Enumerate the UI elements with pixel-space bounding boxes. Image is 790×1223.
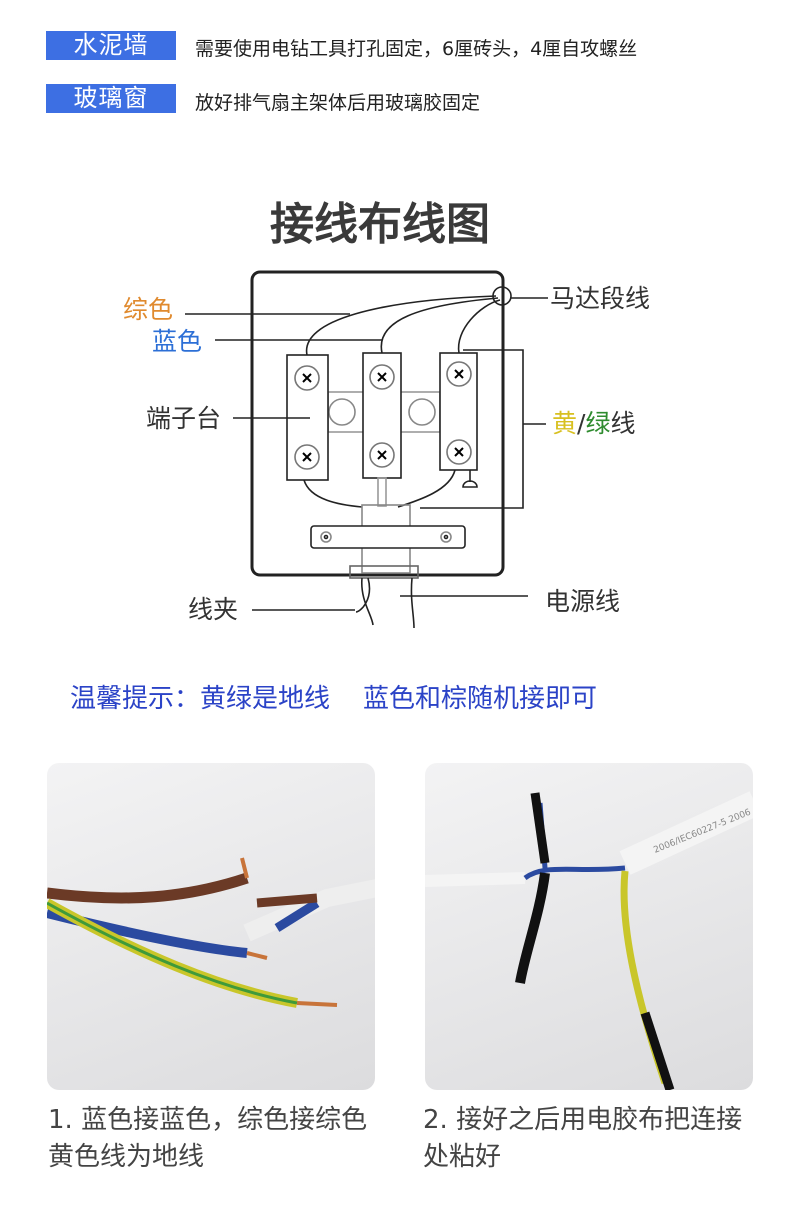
- label-power-cord: 电源线: [545, 587, 620, 616]
- motor-lead-icon: [492, 286, 512, 306]
- label-blue: 蓝色: [152, 327, 202, 356]
- label-clamp: 线夹: [188, 595, 238, 624]
- wiring-diagram: 综色 蓝色 端子台 马达段线 黄/绿线 线夹 电源线: [123, 270, 650, 629]
- junction-box: [250, 270, 505, 577]
- photo-taped-wires: 2006/IEC60227-5 2006: [425, 763, 753, 1090]
- tag-cement-wall: 水泥墙: [46, 31, 176, 60]
- tip-text: 温馨提示：黄绿是地线 蓝色和棕随机接即可: [70, 684, 598, 714]
- glass-window-desc: 放好排气扇主架体后用玻璃胶固定: [195, 92, 481, 114]
- terminal-middle: [362, 352, 402, 479]
- ground-icon: [462, 470, 478, 488]
- photo-caption-2: 2. 接好之后用电胶布把连接处粘好: [423, 1105, 743, 1172]
- tag-glass-window: 玻璃窗: [46, 84, 176, 113]
- label-brown: 综色: [123, 295, 173, 324]
- label-yellow-green: 黄/绿线: [552, 409, 635, 438]
- label-terminal-block: 端子台: [146, 404, 221, 433]
- photo-caption-1: 1. 蓝色接蓝色，综色接综色黄色线为地线: [48, 1105, 368, 1172]
- photo-stripped-wires: [47, 763, 375, 1090]
- cement-wall-desc: 需要使用电钻工具打孔固定，6厘砖头，4厘自攻螺丝: [195, 38, 638, 60]
- label-motor-lead: 马达段线: [550, 284, 650, 313]
- diagram-title: 接线布线图: [270, 199, 490, 250]
